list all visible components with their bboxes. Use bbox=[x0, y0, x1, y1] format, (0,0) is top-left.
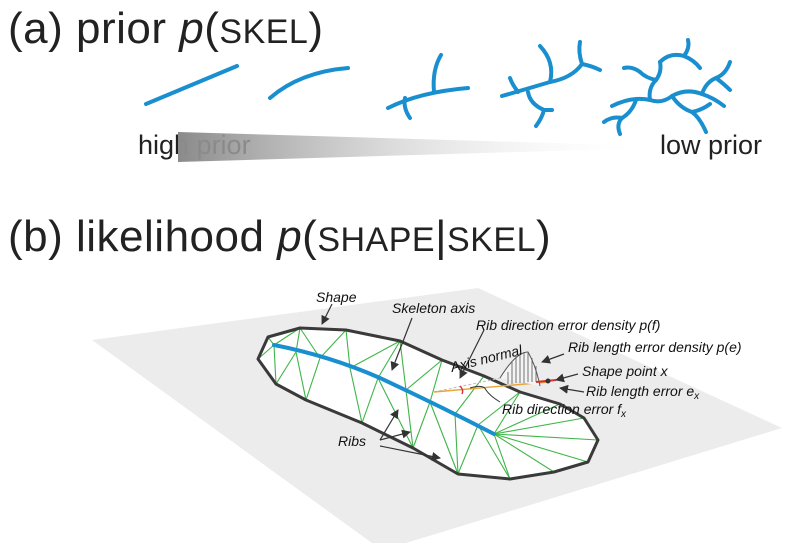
density-hatch bbox=[507, 352, 537, 384]
label-shape-point: Shape point x bbox=[582, 363, 669, 379]
panel-a-heading: (a) prior p(SKEL) bbox=[8, 4, 324, 54]
panel-a-open: ( bbox=[204, 4, 220, 53]
label-rib-direction-error: Rib direction error fx bbox=[502, 401, 627, 420]
skeleton-curved bbox=[268, 66, 350, 100]
shape-outline bbox=[256, 326, 600, 481]
panel-b-p: p bbox=[277, 212, 303, 261]
leader-shape-point bbox=[555, 373, 579, 383]
skeleton-axis bbox=[272, 343, 496, 436]
panel-a-close: ) bbox=[308, 4, 324, 53]
label-rib-direction-density: Rib direction error density p(f) bbox=[476, 317, 660, 333]
panel-a-arg: SKEL bbox=[219, 13, 309, 51]
label-skeleton-axis: Skeleton axis bbox=[392, 300, 475, 316]
leader-shape bbox=[321, 303, 333, 325]
skeleton-complex bbox=[602, 38, 732, 136]
prior-gradient-wedge bbox=[178, 132, 655, 162]
leader-rib-len-error bbox=[559, 384, 585, 394]
skeleton-several-branches bbox=[500, 40, 602, 128]
rib-direction-squiggle bbox=[469, 385, 501, 403]
label-shape: Shape bbox=[316, 289, 357, 305]
panel-b-heading: (b) likelihood p(SHAPE|SKEL) bbox=[8, 212, 551, 262]
leader-ribs-1 bbox=[379, 409, 399, 441]
panel-b-close: ) bbox=[535, 212, 552, 261]
error-detail bbox=[433, 351, 557, 403]
panel-a-p: p bbox=[179, 4, 205, 53]
label-ribs: Ribs bbox=[338, 433, 366, 449]
shape-fill bbox=[258, 328, 598, 479]
shape-point bbox=[545, 378, 551, 384]
skeleton-examples bbox=[144, 38, 732, 136]
skeleton-one-branch bbox=[386, 53, 470, 120]
rib-direction-arc bbox=[459, 385, 464, 395]
leader-rib-dir-density bbox=[459, 329, 485, 379]
panel-b-arg1: SHAPE bbox=[317, 221, 436, 259]
panel-b-open: ( bbox=[302, 212, 318, 261]
panel-b-arg2: SKEL bbox=[447, 221, 536, 259]
skeleton-simplest bbox=[144, 64, 239, 106]
panel-a-label: (a) prior bbox=[8, 4, 180, 53]
low-prior-label: low prior bbox=[660, 130, 763, 160]
leader-lines bbox=[321, 303, 585, 461]
label-rib-length-density: Rib length error density p(e) bbox=[568, 339, 742, 355]
panel-b-bar: | bbox=[435, 212, 448, 261]
leader-skeleton-axis bbox=[390, 317, 413, 371]
label-rib-length-error: Rib length error ex bbox=[586, 383, 700, 402]
panel-b-label: (b) likelihood bbox=[8, 212, 278, 261]
leader-ribs-3 bbox=[379, 445, 441, 461]
leader-rib-len-density bbox=[541, 353, 565, 364]
leader-ribs-2 bbox=[379, 429, 411, 441]
